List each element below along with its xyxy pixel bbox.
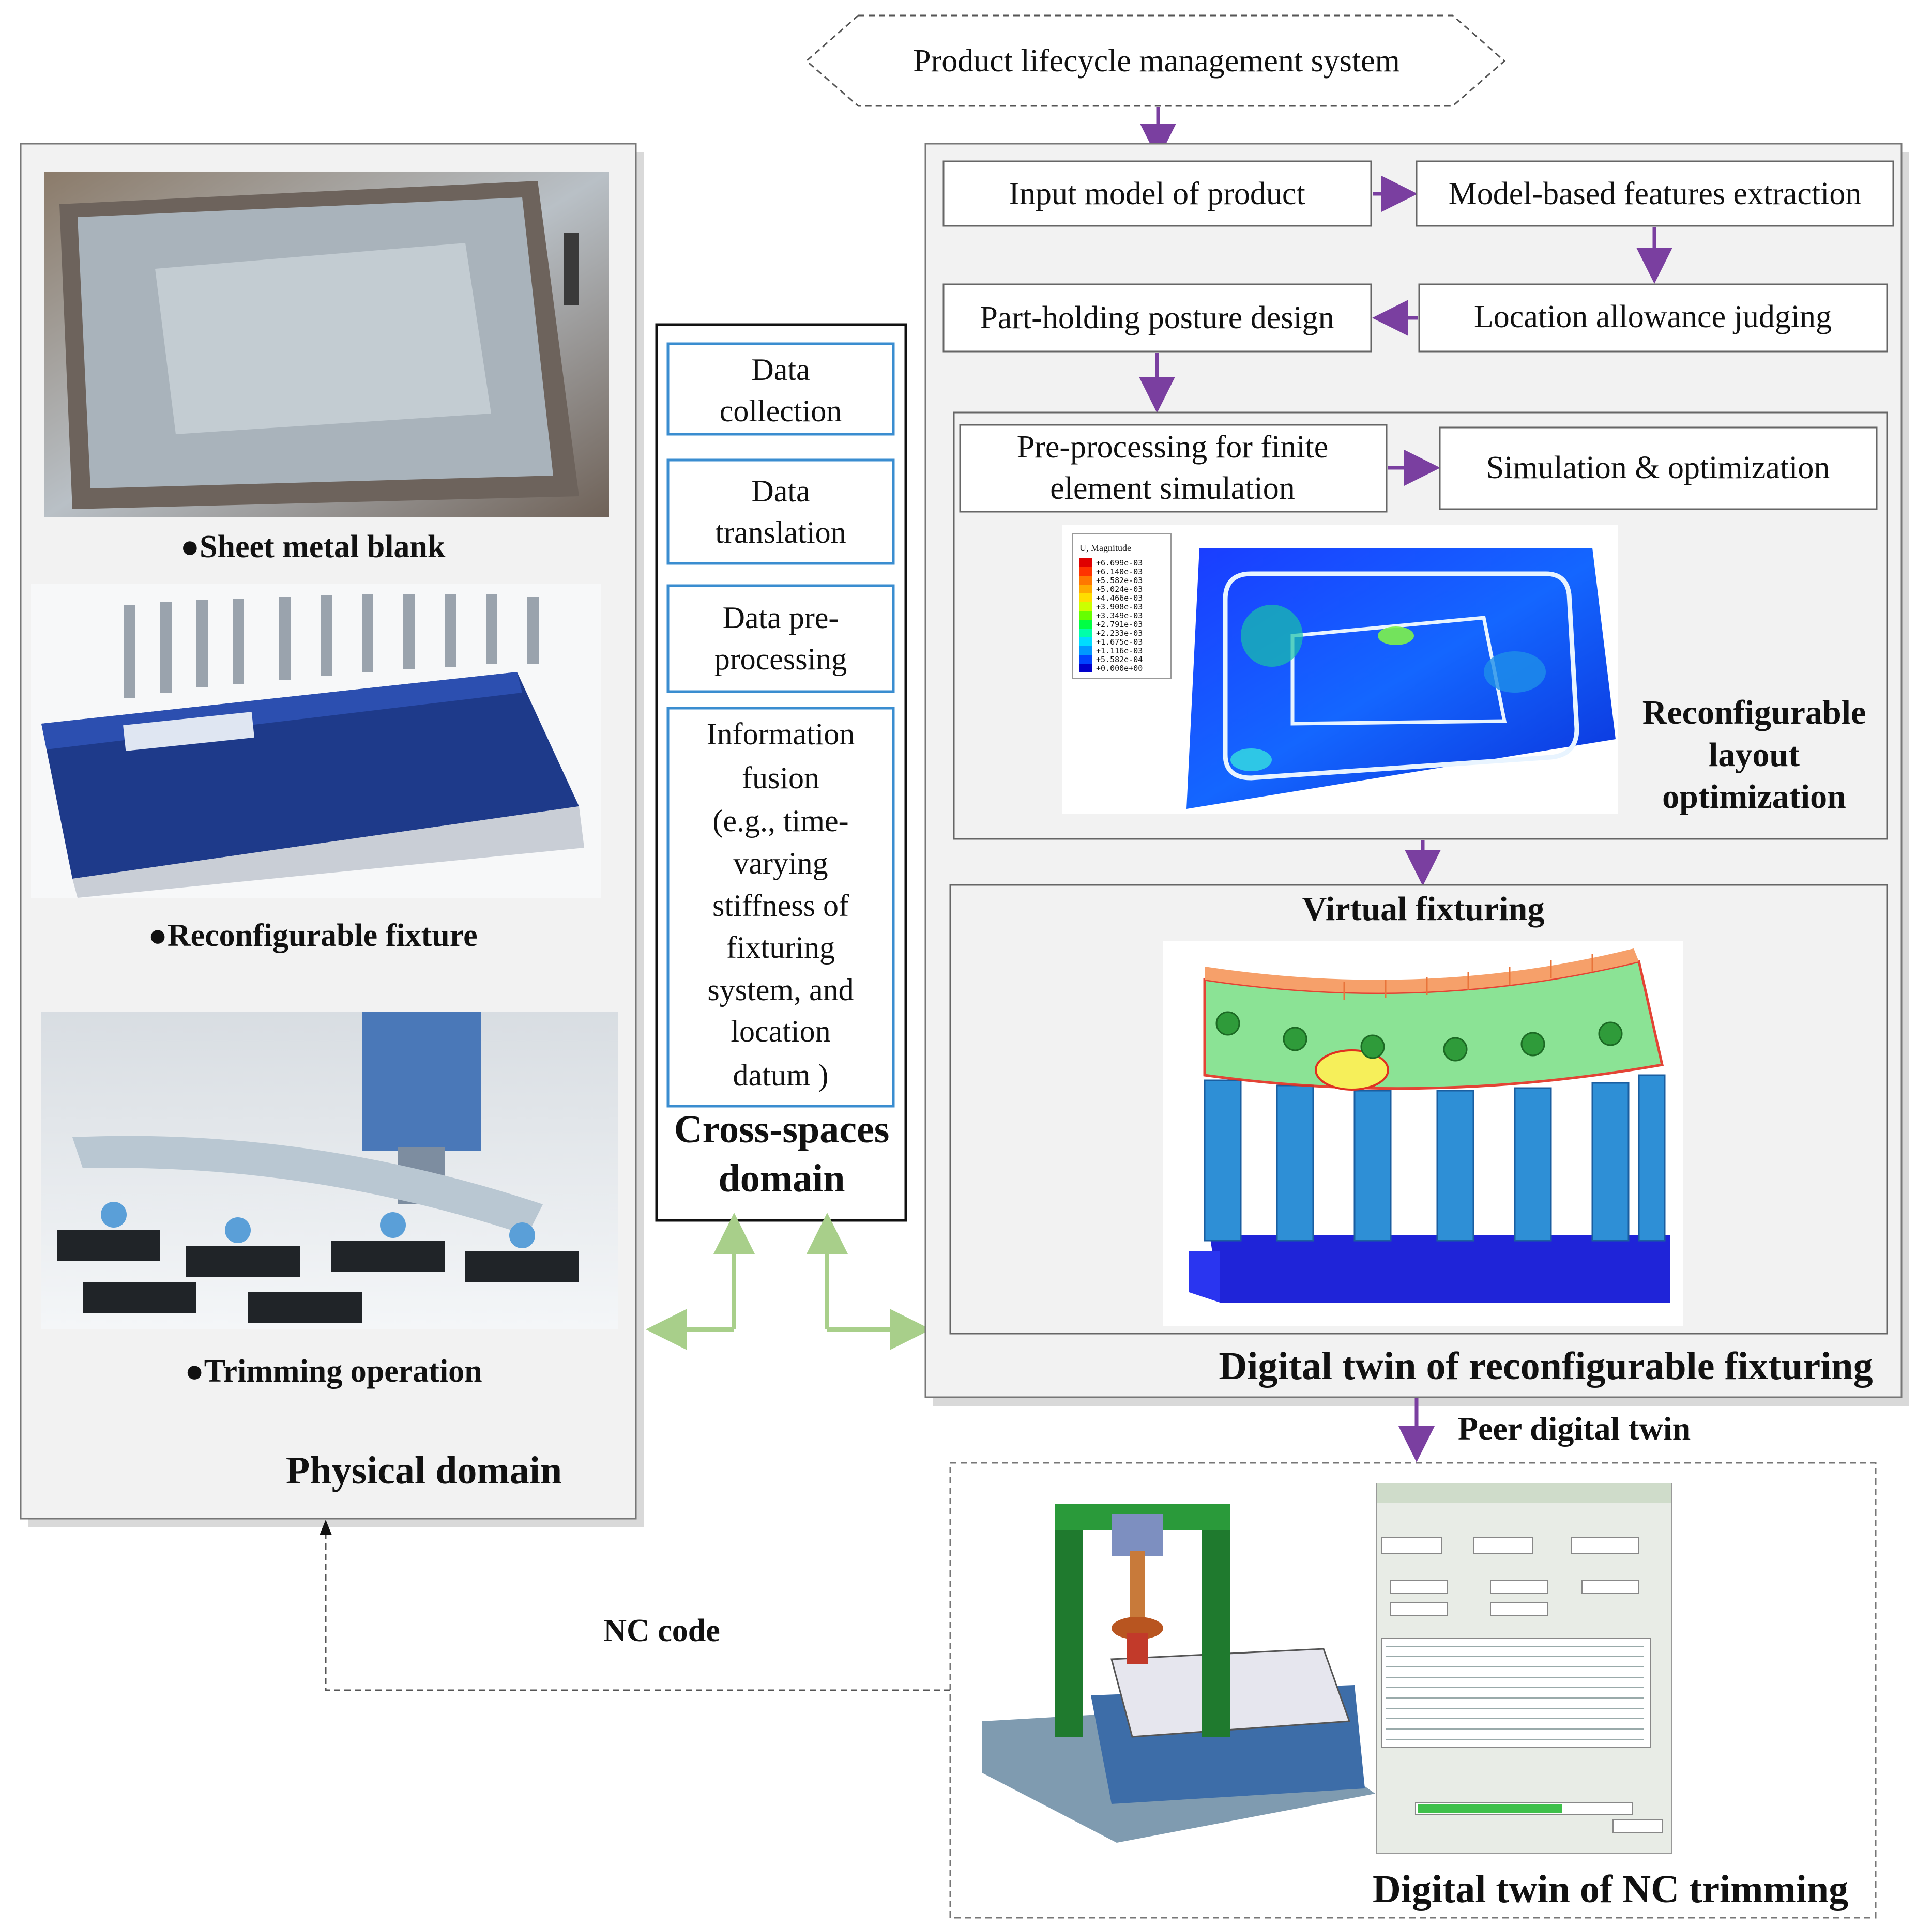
layout-opt-line-2: layout — [1709, 736, 1800, 774]
legend-value: +5.582e-04 — [1096, 655, 1143, 664]
contour-legend: U, Magnitude +6.699e-03+6.140e-03+5.582e… — [1072, 533, 1172, 679]
feature-extraction-label: Model-based features extraction — [1449, 176, 1862, 211]
nc-code-connector — [325, 1527, 950, 1691]
physical-domain-title: Physical domain — [286, 1449, 562, 1492]
legend-value: +5.024e-03 — [1096, 585, 1143, 594]
posture-design-step: Part-holding posture design — [942, 283, 1372, 353]
fusion-line-7: system, and — [707, 973, 854, 1007]
sheet-metal-blank-photo — [44, 172, 609, 517]
contour-legend-swatches: +6.699e-03+6.140e-03+5.582e-03+5.024e-03… — [1079, 558, 1143, 673]
plm-system-node: Product lifecycle management system — [805, 14, 1506, 107]
legend-value: +6.140e-03 — [1096, 567, 1143, 576]
layout-opt-line-3: optimization — [1662, 778, 1846, 816]
fusion-line-3: (e.g., time- — [712, 804, 848, 838]
posture-design-label: Part-holding posture design — [980, 300, 1334, 335]
legend-swatch — [1079, 646, 1092, 655]
legend-swatch — [1079, 593, 1092, 602]
fusion-line-9: datum ) — [733, 1058, 829, 1092]
information-fusion-box: Information fusion (e.g., time- varying … — [666, 707, 895, 1108]
simulation-step: Simulation & optimization — [1439, 426, 1878, 510]
fusion-line-2: fusion — [742, 761, 819, 795]
feature-extraction-step: Model-based features extraction — [1416, 160, 1894, 227]
legend-swatch — [1079, 558, 1092, 567]
legend-swatch — [1079, 620, 1092, 629]
legend-swatch — [1079, 664, 1092, 672]
plm-system-label: Product lifecycle management system — [913, 43, 1400, 79]
virtual-fixture-model — [1163, 941, 1683, 1326]
legend-value: +2.791e-03 — [1096, 620, 1143, 629]
dt-nc-trimming-title: Digital twin of NC trimming — [1373, 1868, 1848, 1911]
nc-machine-model — [976, 1483, 1377, 1853]
legend-swatch — [1079, 655, 1092, 664]
fusion-line-8: location — [731, 1014, 830, 1048]
legend-swatch — [1079, 576, 1092, 585]
caption-sheet-metal-blank: ●Sheet metal blank — [180, 529, 446, 564]
fe-contour-plot: U, Magnitude +6.699e-03+6.140e-03+5.582e… — [1062, 525, 1618, 814]
caption-trimming-operation: ●Trimming operation — [185, 1354, 482, 1389]
legend-value: +3.908e-03 — [1096, 602, 1143, 611]
layout-optimization-subpanel: Pre-processing for finite element simula… — [953, 411, 1888, 840]
cross-spaces-title-line-1: Cross-spaces — [674, 1108, 890, 1151]
legend-value: +1.675e-03 — [1096, 637, 1143, 647]
nc-code-arrowhead — [320, 1520, 332, 1535]
cross-spaces-title-line-2: domain — [719, 1157, 845, 1200]
data-translation-line-1: Data — [751, 474, 810, 508]
legend-swatch — [1079, 637, 1092, 646]
data-translation-line-2: translation — [715, 515, 846, 549]
fusion-line-1: Information — [707, 717, 855, 751]
nc-simulation-software-ui — [1376, 1483, 1672, 1854]
legend-value: +6.699e-03 — [1096, 558, 1143, 568]
input-model-label: Input model of product — [1009, 176, 1305, 211]
dt-fixturing-panel: Input model of product Model-based featu… — [924, 143, 1909, 1406]
data-preprocessing-box: Data pre- processing — [666, 584, 895, 693]
virtual-fixturing-subpanel: Virtual fixturing — [949, 884, 1888, 1335]
legend-value: +0.000e+00 — [1096, 664, 1143, 673]
reconfigurable-fixture-photo — [31, 584, 601, 898]
dt-nc-trimming-panel: Digital twin of NC trimming — [949, 1462, 1877, 1919]
virtual-fixturing-title: Virtual fixturing — [1302, 890, 1545, 928]
nc-code-label: NC code — [603, 1613, 720, 1648]
legend-swatch — [1079, 585, 1092, 593]
fe-preprocessing-line-2: element simulation — [1050, 471, 1295, 506]
legend-value: +3.349e-03 — [1096, 611, 1143, 620]
allowance-judging-label: Location allowance judging — [1474, 299, 1832, 334]
physical-domain-panel: ●Sheet metal blank ●Reconfigurable fixtu… — [20, 143, 644, 1527]
legend-value: +2.233e-03 — [1096, 629, 1143, 638]
allowance-judging-step: Location allowance judging — [1418, 283, 1888, 353]
data-translation-box: Data translation — [666, 458, 895, 565]
legend-value: +1.116e-03 — [1096, 646, 1143, 655]
fusion-line-4: varying — [733, 846, 828, 880]
layout-opt-line-1: Reconfigurable — [1642, 694, 1866, 731]
legend-value: +4.466e-03 — [1096, 593, 1143, 603]
trimming-operation-photo — [41, 1012, 618, 1329]
legend-swatch — [1079, 567, 1092, 576]
data-collection-line-2: collection — [720, 394, 842, 428]
fusion-line-6: fixturing — [726, 930, 835, 965]
input-model-step: Input model of product — [942, 160, 1372, 227]
contour-legend-title: U, Magnitude — [1079, 543, 1131, 553]
caption-reconfigurable-fixture: ●Reconfigurable fixture — [148, 918, 477, 953]
fe-preprocessing-line-1: Pre-processing for finite — [1017, 430, 1329, 465]
data-collection-box: Data collection — [666, 342, 895, 436]
dt-fixturing-title: Digital twin of reconfigurable fixturing — [1219, 1344, 1873, 1388]
legend-swatch — [1079, 611, 1092, 620]
peer-digital-twin-label: Peer digital twin — [1458, 1410, 1691, 1447]
fusion-line-5: stiffness of — [712, 889, 849, 923]
legend-value: +5.582e-03 — [1096, 576, 1143, 585]
simulation-label: Simulation & optimization — [1486, 450, 1830, 485]
fe-preprocessing-step: Pre-processing for finite element simula… — [959, 424, 1388, 513]
data-preprocessing-line-1: Data pre- — [723, 601, 839, 635]
legend-swatch — [1079, 629, 1092, 637]
legend-swatch — [1079, 602, 1092, 611]
data-preprocessing-line-2: processing — [714, 642, 847, 676]
cross-spaces-domain-panel: Data collection Data translation Data pr… — [655, 323, 907, 1222]
data-collection-line-1: Data — [751, 353, 810, 387]
